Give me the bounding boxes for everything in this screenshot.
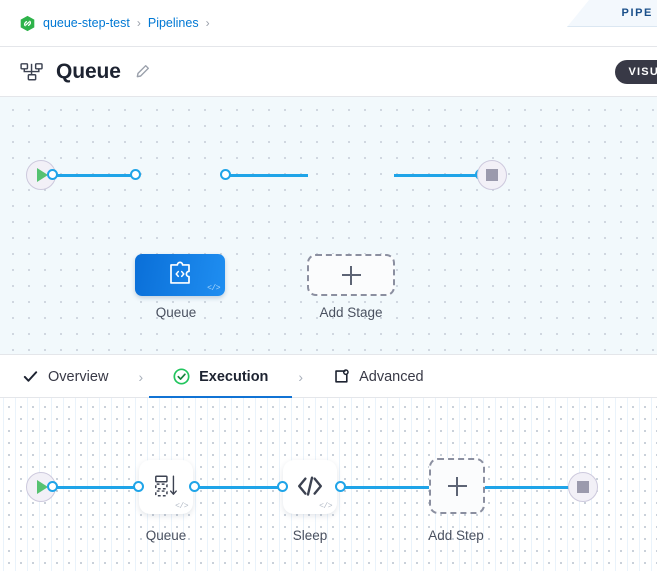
start-node-output-port[interactable]: [47, 481, 58, 492]
stop-icon: [486, 169, 498, 181]
edge-add-step-to-end: [484, 486, 579, 489]
step-node-label: Queue: [145, 528, 187, 543]
tab-overview-label: Overview: [48, 368, 109, 385]
pencil-icon[interactable]: [135, 64, 150, 79]
tab-advanced-label: Advanced: [359, 368, 424, 385]
end-node[interactable]: [568, 472, 598, 502]
check-icon: [23, 371, 38, 382]
stage-code-icon: [170, 261, 190, 284]
stage-node-label: Queue: [155, 305, 197, 320]
stage-node-badge: </>: [207, 284, 220, 293]
step-node-sleep[interactable]: </>: [283, 460, 337, 514]
sleep-step-output-port[interactable]: [335, 481, 346, 492]
breadcrumb: queue-step-test › Pipelines ›: [0, 0, 657, 47]
edge-sleep-to-add-step: [340, 486, 430, 489]
plus-icon: [341, 265, 361, 285]
project-hexagon-icon: [20, 15, 35, 31]
edge-queue-to-add-stage: [225, 174, 308, 177]
add-stage-button[interactable]: [307, 254, 395, 296]
tab-separator: ›: [298, 368, 304, 385]
play-icon: [37, 480, 48, 494]
check-circle-green-icon: [173, 368, 190, 385]
page-header: Queue VISU: [0, 47, 657, 97]
add-stage-label: Add Stage: [319, 305, 383, 320]
start-node-output-port[interactable]: [47, 169, 58, 180]
breadcrumb-item-pipelines[interactable]: Pipelines: [147, 16, 199, 30]
breadcrumb-separator: ›: [136, 16, 141, 30]
stop-icon: [577, 481, 589, 493]
tab-advanced[interactable]: Advanced: [331, 356, 426, 398]
breadcrumb-separator: ›: [205, 16, 210, 30]
edge-start-to-queue: [50, 174, 140, 177]
step-node-label: Sleep: [292, 528, 328, 543]
step-node-queue[interactable]: </>: [139, 460, 193, 514]
tab-overview[interactable]: Overview: [20, 356, 110, 398]
plus-icon: [447, 476, 467, 496]
add-step-label: Add Step: [428, 528, 484, 543]
code-brackets-icon: [298, 476, 322, 496]
visual-mode-badge[interactable]: VISU: [614, 59, 657, 84]
advanced-gear-icon: [335, 369, 349, 383]
queue-stage-output-port[interactable]: [220, 169, 231, 180]
end-node[interactable]: [477, 160, 507, 190]
add-step-button[interactable]: [429, 458, 485, 514]
queue-stage-input-port[interactable]: [130, 169, 141, 180]
pipeline-hierarchy-icon: [20, 62, 43, 80]
step-node-badge: </>: [319, 502, 332, 511]
sleep-step-input-port[interactable]: [277, 481, 288, 492]
stage-tabs: Overview › Execution › Advanced: [0, 356, 657, 399]
queue-stack-icon: [155, 475, 177, 497]
pipeline-canvas[interactable]: </> Queue Add Stage: [0, 97, 657, 355]
tab-separator: ›: [138, 368, 144, 385]
play-icon: [37, 168, 48, 182]
execution-canvas[interactable]: </> Queue </> Sleep Add Step: [0, 398, 657, 571]
queue-step-input-port[interactable]: [133, 481, 144, 492]
queue-step-output-port[interactable]: [189, 481, 200, 492]
edge-add-stage-to-end: [394, 174, 480, 177]
page-title: Queue: [56, 59, 121, 83]
tab-execution-label: Execution: [199, 368, 269, 385]
tab-execution[interactable]: Execution: [149, 356, 293, 399]
edge-start-to-queue-step: [50, 486, 140, 489]
stage-node-queue[interactable]: </>: [135, 254, 225, 296]
corner-ribbon-label: PIPE: [621, 7, 653, 19]
step-node-badge: </>: [175, 502, 188, 511]
breadcrumb-item-project[interactable]: queue-step-test: [43, 16, 130, 30]
edge-queue-to-sleep: [194, 486, 286, 489]
